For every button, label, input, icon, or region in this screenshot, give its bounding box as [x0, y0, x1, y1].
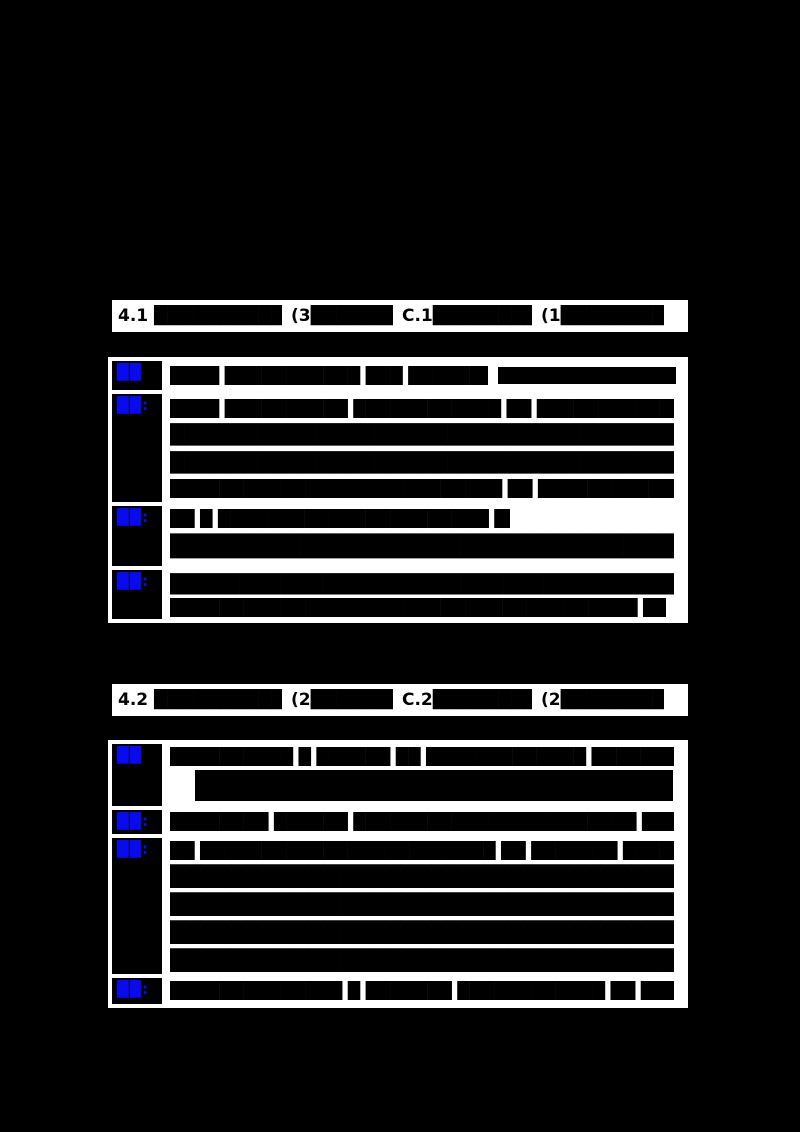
redacted-text-line: ██████████████████████████████████████ █…: [170, 598, 666, 617]
redacted-text-line: ████████████████████████████████████████…: [170, 892, 674, 916]
table-row: ██ ████ ███████████ ███ ███████████ ██: [112, 361, 684, 390]
table-row: ██: ██████████████ █ ███████ ███████████…: [112, 978, 684, 1004]
table-row: ██: ████████████████████████████████████…: [112, 570, 684, 619]
redacted-title-segment: (2████████████████: [291, 690, 393, 710]
row-content: ████████ ██████ ███████████████████████ …: [167, 810, 684, 834]
redacted-text-line: ████████████████████████████████████████…: [170, 574, 674, 595]
row-content: ██████████ █ ██████ ██ █████████████ ███…: [167, 744, 684, 806]
redacted-title-segment: (3████████████████: [291, 306, 393, 326]
study-table-1: ██ ████ ███████████ ███ ███████████ ██ █…: [108, 357, 688, 623]
table-row: ██ ██████████ █ ██████ ██ █████████████ …: [112, 744, 684, 806]
row-label: ██:: [112, 570, 162, 619]
table-row: ██: ██ █ ██████████████████████ ███ █ ██…: [112, 506, 684, 566]
section-number-title: 4.1 ██████████████████████: [118, 306, 282, 326]
formula-image: [498, 367, 676, 384]
row-content: ██ ████████████████████████ ██ ███████ █…: [167, 838, 684, 974]
row-content: ██████████████ █ ███████ ████████████ ██…: [167, 978, 684, 1004]
section-header-1: 4.1 ██████████████████████ (3███████████…: [112, 300, 688, 332]
row-label: ██: [112, 744, 162, 806]
redacted-title-segment: (1██████████████████: [541, 306, 664, 326]
row-content: ██ █ ██████████████████████ ███ █ ██ ███…: [167, 506, 684, 566]
row-label: ██:: [112, 810, 162, 834]
row-label: ██:: [112, 838, 162, 974]
section-number-title: 4.2 ██████████████████████: [118, 690, 282, 710]
row-label: ██: [112, 361, 162, 390]
formula-image: [195, 770, 673, 801]
row-content: ████████████████████████████████████████…: [167, 570, 684, 619]
row-label: ██:: [112, 978, 162, 1004]
redacted-text-line: ████████████████████████████████████████…: [170, 948, 674, 972]
table-row: ██: ████ ██████████ ████████████ ██ ████…: [112, 394, 684, 502]
table-row: ██: ████████ ██████ ████████████████████…: [112, 810, 684, 834]
row-label: ██:: [112, 506, 162, 566]
table-row: ██: ██ ████████████████████████ ██ █████…: [112, 838, 684, 974]
redacted-text-line: ██ █ ██████████████████████ ███ █ ██: [170, 509, 510, 528]
redacted-title-segment: C.1██████████████████: [402, 306, 532, 326]
row-content: ████ ███████████ ███ ███████████ ██: [167, 361, 684, 390]
redacted-title-segment: C.2██████████████████: [402, 690, 532, 710]
redacted-text-line: ██████████████ █ ███████ ████████████ ██…: [170, 981, 674, 1000]
redacted-text-line: ██████████ █ ██████ ██ █████████████ ███…: [170, 747, 674, 766]
redacted-text-line: ████████████████████████████████████████…: [170, 534, 674, 558]
redacted-text-line: ████████████████████████████████████████…: [170, 864, 674, 888]
row-content: ████ ██████████ ████████████ ██ ████████…: [167, 394, 684, 502]
redacted-text-line: ████ ███████████ ███ ███████████ ██: [170, 365, 488, 385]
redacted-text-line: ████ ██████████ ████████████ ██ ████████…: [170, 399, 674, 418]
row-label: ██:: [112, 394, 162, 502]
redacted-text-line: ███████████████████████████ ██ █████████…: [170, 479, 674, 498]
study-table-2: ██ ██████████ █ ██████ ██ █████████████ …: [108, 740, 688, 1008]
section-header-2: 4.2 ██████████████████████ (2███████████…: [112, 684, 688, 716]
redacted-text-line: ████████████████████████████████████████…: [170, 452, 674, 474]
redacted-text-line: ██ ████████████████████████ ██ ███████ █…: [170, 841, 674, 860]
redacted-text-line: ████████████████████████████████████████…: [170, 424, 674, 446]
redacted-text-line: ████████ ██████ ███████████████████████ …: [170, 812, 674, 831]
redacted-text-line: ████████████████████████████████████████…: [170, 920, 674, 944]
redacted-title-segment: (2██████████████████: [541, 690, 664, 710]
